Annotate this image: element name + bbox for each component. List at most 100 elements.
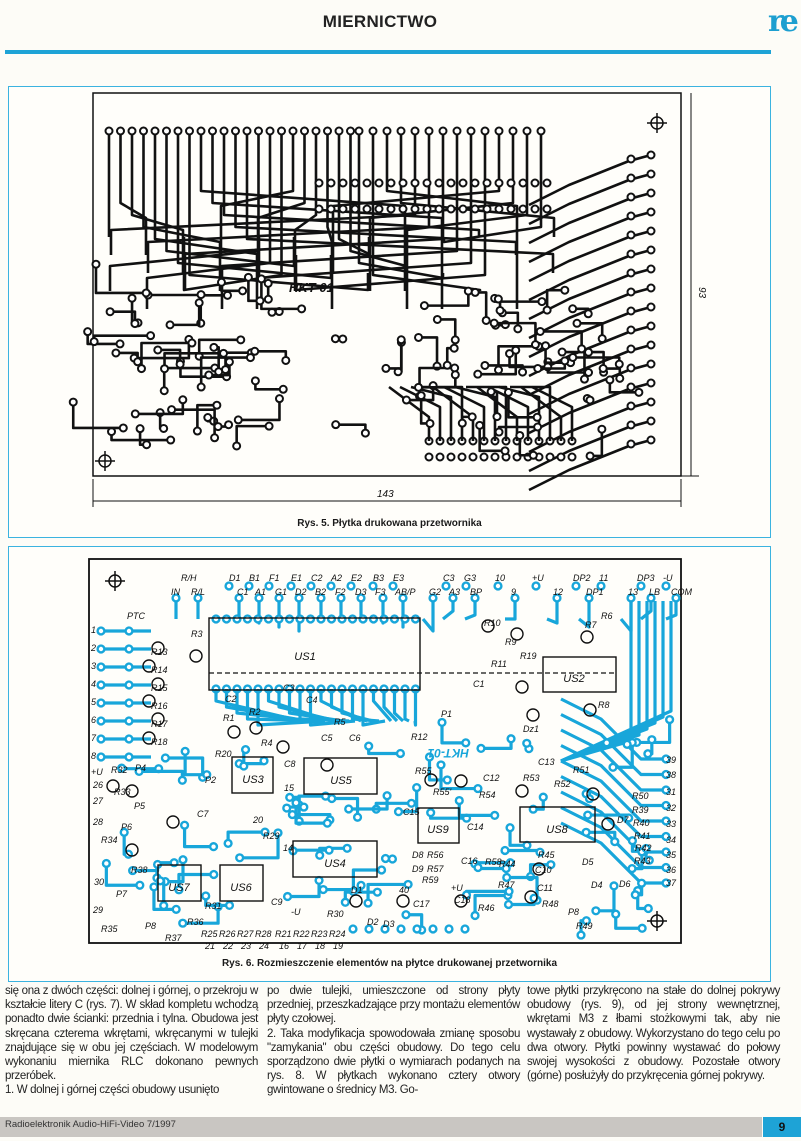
component-outline <box>586 787 600 801</box>
trace <box>392 689 405 723</box>
trace <box>454 385 497 441</box>
pad <box>386 178 396 188</box>
component-label: R24 <box>329 929 346 939</box>
pad <box>281 355 291 365</box>
trace <box>196 403 217 432</box>
component-label: 29 <box>92 905 103 915</box>
pad <box>422 178 432 188</box>
component-outline <box>125 784 139 798</box>
component-label: D2 <box>295 587 307 597</box>
pad <box>426 808 436 818</box>
pad <box>506 204 516 214</box>
pad <box>626 401 636 411</box>
component-outline <box>349 894 363 908</box>
component-outline <box>454 894 468 908</box>
trace <box>505 598 517 621</box>
pad <box>424 752 435 762</box>
pad <box>661 581 671 591</box>
component-label: 17 <box>297 941 308 951</box>
trace <box>413 689 418 727</box>
component-label: R17 <box>151 719 169 729</box>
pad <box>236 335 246 345</box>
component-label: C6 <box>349 733 361 743</box>
component-label: F2 <box>335 587 346 597</box>
pad <box>146 331 156 341</box>
pad <box>354 126 364 136</box>
component-outline <box>249 721 263 735</box>
component-label: C18 <box>454 895 471 905</box>
pad <box>636 581 646 591</box>
pad <box>626 382 636 392</box>
pad <box>458 204 468 214</box>
trace <box>518 435 534 457</box>
component-outline <box>276 740 290 754</box>
component-label: A1 <box>254 587 266 597</box>
pad <box>627 864 637 874</box>
pad <box>538 792 548 802</box>
pad <box>337 614 347 624</box>
pad <box>626 439 636 449</box>
pad <box>201 891 211 901</box>
trace <box>528 172 652 226</box>
pad <box>342 843 352 853</box>
height-dimension: 93 <box>696 287 707 299</box>
component-label: R15 <box>151 683 169 693</box>
pad <box>346 126 355 136</box>
pad <box>263 614 274 624</box>
component-label: 19 <box>333 941 343 951</box>
component-label: 31 <box>666 787 676 797</box>
component-label: US2 <box>563 673 584 685</box>
pad <box>331 420 341 430</box>
ic-us5 <box>303 757 378 795</box>
pad <box>382 126 392 136</box>
component-label: -U <box>663 573 673 583</box>
pad <box>502 872 512 883</box>
trace <box>477 350 518 376</box>
pad <box>542 204 552 214</box>
pad <box>641 843 651 854</box>
component-label: R49 <box>576 921 593 931</box>
trace <box>291 848 330 852</box>
pad <box>646 593 656 603</box>
component-label: BP <box>470 587 482 597</box>
pad <box>531 581 541 591</box>
pad <box>96 644 106 654</box>
pad <box>494 126 504 136</box>
pad <box>513 324 523 334</box>
pad <box>393 807 404 817</box>
trace <box>636 719 672 745</box>
pad <box>480 360 490 370</box>
pad <box>382 791 392 801</box>
component-outline <box>583 703 597 717</box>
pad <box>389 614 400 624</box>
component-label: C16 <box>461 856 478 866</box>
trace <box>104 863 140 887</box>
component-label: C2 <box>311 573 323 583</box>
component-label: R54 <box>479 790 496 800</box>
component-label: R9 <box>505 637 517 647</box>
trace <box>473 893 508 916</box>
component-label: C1 <box>237 587 249 597</box>
component-label: E3 <box>393 573 404 583</box>
pad <box>159 423 169 433</box>
trace <box>152 886 177 911</box>
pad <box>232 441 242 451</box>
pad <box>646 435 656 445</box>
pad <box>441 581 451 591</box>
pad <box>470 910 480 921</box>
pad <box>368 581 378 591</box>
pad <box>610 837 620 847</box>
pad <box>482 178 492 188</box>
ic-us2 <box>542 656 617 693</box>
pad <box>381 363 391 373</box>
pad <box>297 304 307 314</box>
pad <box>646 245 656 255</box>
pad <box>608 762 618 772</box>
trace <box>576 321 604 339</box>
pad <box>505 823 515 833</box>
component-label: P1 <box>441 709 452 719</box>
component-label: 24 <box>258 941 269 951</box>
pad <box>118 423 128 433</box>
pad <box>646 207 656 217</box>
